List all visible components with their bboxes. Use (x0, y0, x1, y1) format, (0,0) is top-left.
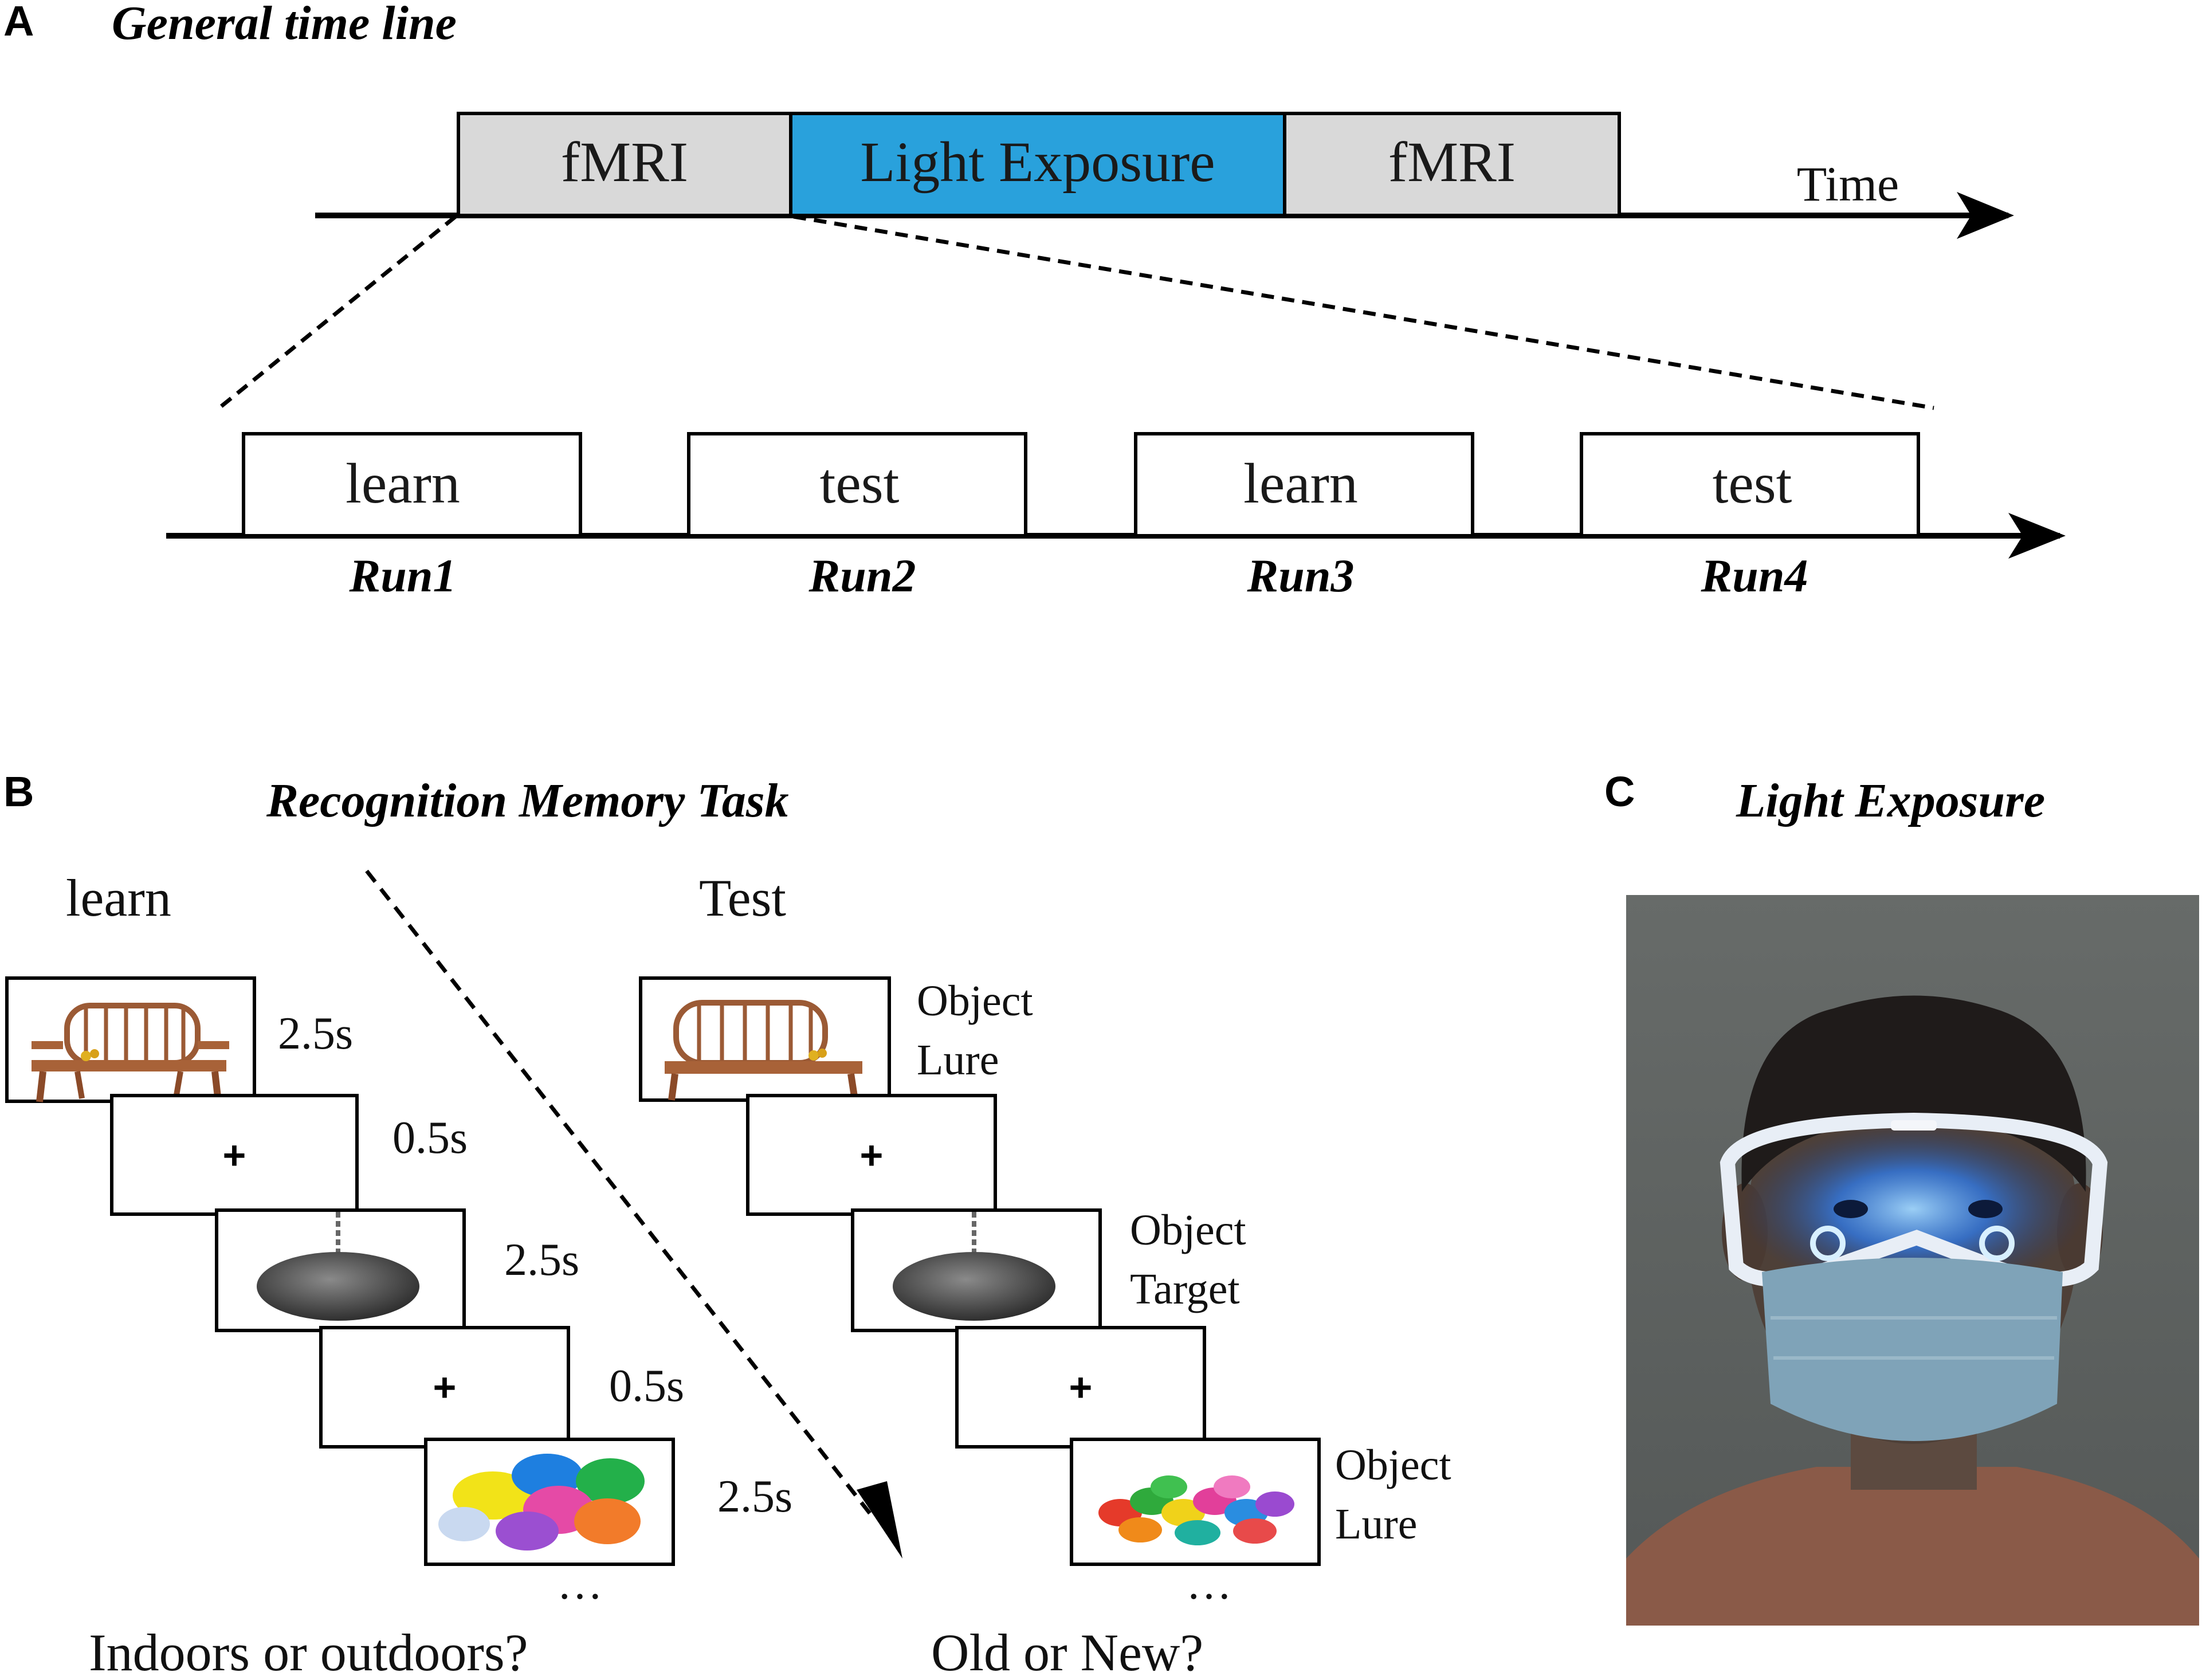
run-3: learn Run3 (1134, 432, 1474, 602)
test-question: Old or New? (931, 1623, 1203, 1680)
time-axis-label: Time (1797, 156, 1899, 211)
weight-image (257, 1212, 419, 1321)
timeline-block-fmri-post (1283, 112, 1621, 217)
eggs-image (438, 1454, 645, 1551)
panel-a-title: General time line (112, 0, 457, 50)
test-fixation-2: + (1069, 1365, 1093, 1410)
run-4: test Run4 (1580, 432, 1920, 602)
run-4-box (1580, 432, 1920, 537)
learn-fixation-2: + (433, 1365, 457, 1410)
panel-b-title: Recognition Memory Task (266, 774, 789, 827)
run-1-box (242, 432, 582, 537)
run-2-box (687, 432, 1027, 537)
hair-shape (1741, 995, 2086, 1192)
face-mask (1762, 1258, 2063, 1441)
learn-frame-fixation-2 (319, 1326, 570, 1449)
zoom-line-left (219, 215, 457, 409)
learn-frame-fixation-1 (110, 1094, 359, 1216)
learn-question: Indoors or outdoors? (89, 1623, 528, 1680)
glasses-top-button (1891, 1120, 1937, 1131)
test-fixation-1: + (860, 1133, 884, 1177)
test-trial-4: + (955, 1326, 1206, 1449)
timeline-block-fmri-pre (457, 112, 792, 217)
test-weight-image (893, 1212, 1055, 1321)
eye-left (1834, 1200, 1868, 1218)
learn-heading: learn (66, 869, 171, 927)
learn-duration-1: 2.5s (278, 1008, 353, 1059)
sequence-arrow-head (857, 1481, 902, 1559)
learn-fixation-1: + (223, 1133, 246, 1177)
timeline-label-light-exposure: Light Exposure (860, 130, 1215, 194)
test-trial-5 (1070, 1438, 1321, 1566)
run-1: learn Run1 (242, 432, 582, 602)
learn-duration-2: 0.5s (392, 1113, 468, 1163)
test-label-2-line2: Target (1130, 1265, 1240, 1313)
learn-duration-4: 0.5s (609, 1361, 684, 1411)
panel-a-letter: A (3, 0, 34, 45)
candy-image (1098, 1475, 1294, 1545)
eye-right (1968, 1200, 2003, 1218)
learn-duration-3: 2.5s (504, 1235, 579, 1285)
timeline-label-fmri-post: fMRI (1388, 130, 1516, 194)
shirt-shape (1626, 1467, 2199, 1626)
learn-ellipsis: … (557, 1559, 603, 1609)
run-3-box (1134, 432, 1474, 537)
time-axis-arrowhead (1957, 192, 2014, 239)
run-4-box-label: test (1713, 452, 1792, 515)
run-axis-arrowhead (2008, 513, 2066, 559)
led-left (1810, 1226, 1846, 1261)
test-label-1-line2: Lure (917, 1036, 999, 1084)
panel-b-letter: B (3, 768, 34, 815)
test-trial-1 (639, 976, 891, 1102)
run-3-box-label: learn (1243, 452, 1358, 515)
test-frame-fixation-2 (955, 1326, 1206, 1449)
run-3-label: Run3 (1247, 549, 1355, 602)
test-label-3-line2: Lure (1335, 1500, 1417, 1548)
blue-light-glow (1741, 1123, 2085, 1295)
test-label-3-line1: Object (1335, 1441, 1451, 1489)
run-2: test Run2 (687, 432, 1027, 602)
led-right (1979, 1226, 2015, 1261)
test-trial-2: + (746, 1094, 997, 1216)
test-ellipsis: … (1186, 1559, 1232, 1609)
run-4-label: Run4 (1701, 549, 1808, 602)
learn-trial-2: + (110, 1094, 359, 1216)
timeline-label-fmri-pre: fMRI (561, 130, 688, 194)
test-frame-fixation-1 (746, 1094, 997, 1216)
learn-trial-5 (424, 1438, 675, 1566)
run-2-box-label: test (820, 452, 900, 515)
run-1-label: Run1 (349, 549, 457, 602)
test-trial-3 (851, 1208, 1102, 1332)
panel-c-letter: C (1604, 768, 1635, 815)
light-exposure-photo (1626, 895, 2199, 1626)
test-label-2-line1: Object (1130, 1206, 1246, 1254)
learn-trial-1 (5, 976, 256, 1103)
timeline-block-light-exposure (789, 112, 1286, 217)
learn-trial-4: + (319, 1326, 570, 1449)
run-2-label: Run2 (808, 549, 916, 602)
panel-c-title: Light Exposure (1736, 774, 2045, 827)
test-label-1-line1: Object (917, 977, 1033, 1025)
bench-image (32, 1003, 229, 1102)
learn-trial-3 (215, 1208, 466, 1332)
zoom-line-right (793, 214, 1934, 410)
learn-duration-5: 2.5s (717, 1471, 792, 1522)
run-1-box-label: learn (346, 452, 460, 515)
test-heading: Test (699, 869, 786, 927)
